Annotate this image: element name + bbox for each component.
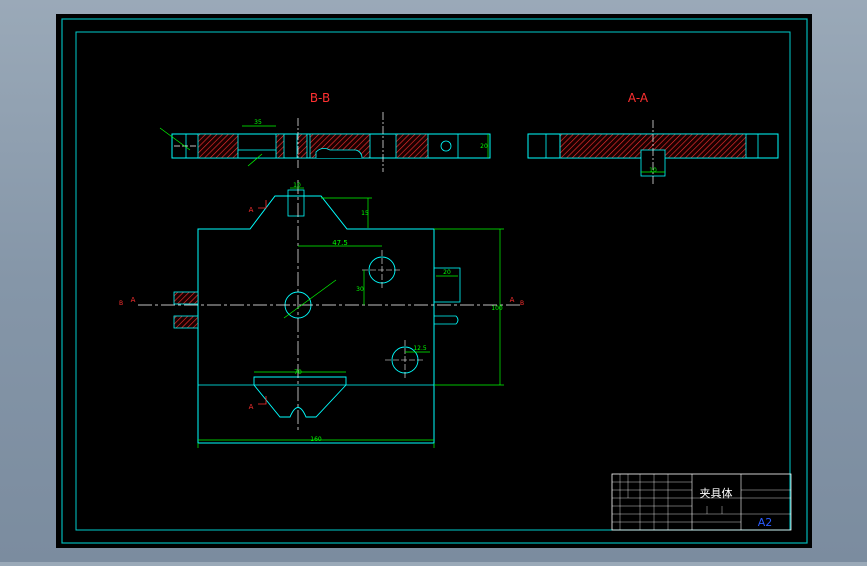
bb-leader-2: [247, 153, 263, 167]
hatch-block-3: [296, 133, 308, 159]
right-notch: [434, 315, 459, 325]
dim-hole-offset-y: 30: [356, 286, 364, 293]
bb-hole: [440, 140, 452, 152]
cut-mark-a-left: A: [131, 296, 136, 304]
title-block-border: [611, 473, 792, 531]
dim-side-slot: 20: [443, 269, 451, 276]
center-hole-leader: [283, 279, 337, 319]
cut-mark-a-right: A: [510, 296, 515, 304]
bb-recess: [237, 149, 277, 159]
hatch-block-1: [197, 133, 239, 159]
aa-dim-slot: 10: [649, 167, 657, 174]
cut-arrow-a-bottom: [258, 396, 267, 405]
section-aa-label: A-A: [628, 91, 649, 105]
sheet-size: A2: [758, 516, 773, 529]
plan-view: 10 15 47.5 30 20 100 12.5 70 160 A A B A…: [119, 180, 524, 448]
hatch-block-5: [395, 133, 429, 159]
left-lug-bottom: [173, 315, 199, 329]
dim-bottom-hole-x: 12.5: [413, 345, 427, 352]
title-block: 夹具体 A2: [611, 473, 792, 531]
part-name: 夹具体: [700, 486, 733, 500]
section-bb-label: B-B: [310, 91, 330, 105]
dim-hole-offset-x: 47.5: [332, 239, 348, 247]
top-tab: [287, 189, 305, 217]
bb-slot-cavity: [315, 148, 363, 159]
cut-mark-b-right: B: [520, 300, 524, 307]
cut-mark-b-left: B: [119, 300, 123, 307]
aa-right-end: [757, 133, 779, 159]
plan-body-outline: [197, 195, 435, 444]
section-aa: A-A 10: [527, 91, 779, 186]
left-lug-top: [173, 291, 199, 305]
bb-leader-1: [159, 127, 191, 151]
bottom-v-block: [253, 376, 347, 418]
cut-mark-a-top: A: [249, 206, 254, 214]
dim-overall-height: 100: [491, 305, 503, 312]
drawing-frame: [75, 31, 791, 531]
dim-top-tab-height: 15: [361, 210, 369, 217]
dim-v-block-width: 70: [294, 369, 302, 376]
dim-overall-width: 160: [310, 436, 322, 443]
right-slot: [433, 267, 461, 303]
sheet-border: [61, 18, 808, 544]
section-bb: B-B 35 20: [159, 91, 491, 172]
aa-left-end: [545, 133, 561, 159]
cut-arrow-a-top: [258, 200, 267, 209]
bb-dim-height: 20: [480, 143, 488, 150]
dim-top-tab-width: 10: [293, 182, 301, 189]
cut-mark-a-bottom: A: [249, 403, 254, 411]
hatch-block-2: [275, 133, 285, 159]
bb-dim-slot: 35: [254, 119, 262, 126]
